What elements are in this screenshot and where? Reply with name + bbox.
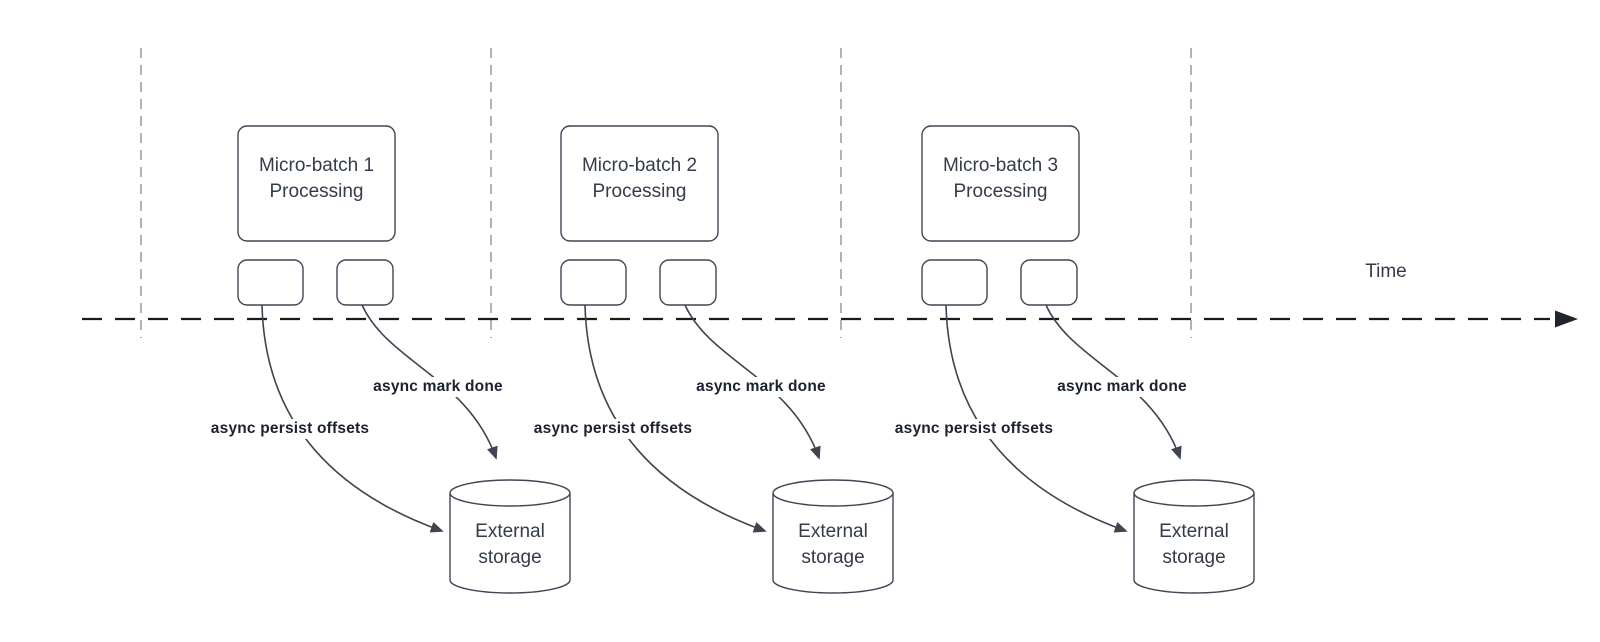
- batch-2-storage-cylinder-top: [772, 479, 894, 507]
- batch-1-persist-arrow: [261, 304, 444, 533]
- batch-2-persist-label-bg: [523, 419, 701, 439]
- batch-2-group: Micro-batch 2 Processing async persist o…: [523, 125, 894, 594]
- batch-2-persist-node: [560, 259, 627, 306]
- batch-3-done-node: [1020, 259, 1078, 306]
- batch-3-done-label-bg: [1048, 377, 1194, 397]
- batch-2-done-arrow: [684, 304, 821, 460]
- batch-1-storage-cylinder-top: [449, 479, 571, 507]
- batch-1-group: Micro-batch 1 Processing async persist o…: [200, 125, 571, 594]
- batch-3-storage-line1: External: [1159, 521, 1229, 542]
- batch-3-done-label: async mark done: [1057, 378, 1187, 395]
- batch-3-group: Micro-batch 3 Processing async persist o…: [884, 125, 1255, 594]
- batch-2-title-line1: Micro-batch 2: [582, 155, 697, 176]
- batch-1-done-label: async mark done: [373, 378, 503, 395]
- batch-3-storage-cylinder: [1133, 493, 1255, 594]
- batch-3-storage-cylinder-top: [1133, 479, 1255, 507]
- batch-1-persist-label: async persist offsets: [211, 420, 369, 437]
- time-axis-label: Time: [1365, 261, 1407, 282]
- batch-2-storage-cylinder: [772, 493, 894, 594]
- batch-3-persist-node: [921, 259, 988, 306]
- batch-1-persist-node: [237, 259, 304, 306]
- batch-2-storage-line2: storage: [801, 547, 864, 568]
- batch-2-processing-box: [560, 125, 719, 242]
- batch-1-done-node: [336, 259, 394, 306]
- batch-3-title-line2: Processing: [954, 181, 1048, 202]
- batch-1-storage-line1: External: [475, 521, 545, 542]
- batch-2-done-node: [659, 259, 717, 306]
- batch-3-persist-label: async persist offsets: [895, 420, 1053, 437]
- batch-2-title-line2: Processing: [593, 181, 687, 202]
- batch-1-processing-box: [237, 125, 396, 242]
- batch-3-persist-label-bg: [884, 419, 1062, 439]
- batch-1-storage-cylinder: [449, 493, 571, 594]
- batch-2-done-label: async mark done: [696, 378, 826, 395]
- batch-3-persist-arrow: [945, 304, 1128, 533]
- batch-3-done-arrow: [1045, 304, 1182, 460]
- batch-1-title-line1: Micro-batch 1: [259, 155, 374, 176]
- batch-3-title-line1: Micro-batch 3: [943, 155, 1058, 176]
- batch-2-storage-line1: External: [798, 521, 868, 542]
- batch-3-storage-line2: storage: [1162, 547, 1225, 568]
- batch-1-persist-label-bg: [200, 419, 378, 439]
- batch-1-storage-line2: storage: [478, 547, 541, 568]
- batch-2-persist-label: async persist offsets: [534, 420, 692, 437]
- batch-1-title-line2: Processing: [270, 181, 364, 202]
- batch-2-done-label-bg: [687, 377, 833, 397]
- batch-3-processing-box: [921, 125, 1080, 242]
- time-axis-arrowhead-icon: [1555, 310, 1578, 328]
- batch-2-persist-arrow: [584, 304, 767, 533]
- batch-1-done-arrow: [361, 304, 498, 460]
- batch-1-done-label-bg: [364, 377, 510, 397]
